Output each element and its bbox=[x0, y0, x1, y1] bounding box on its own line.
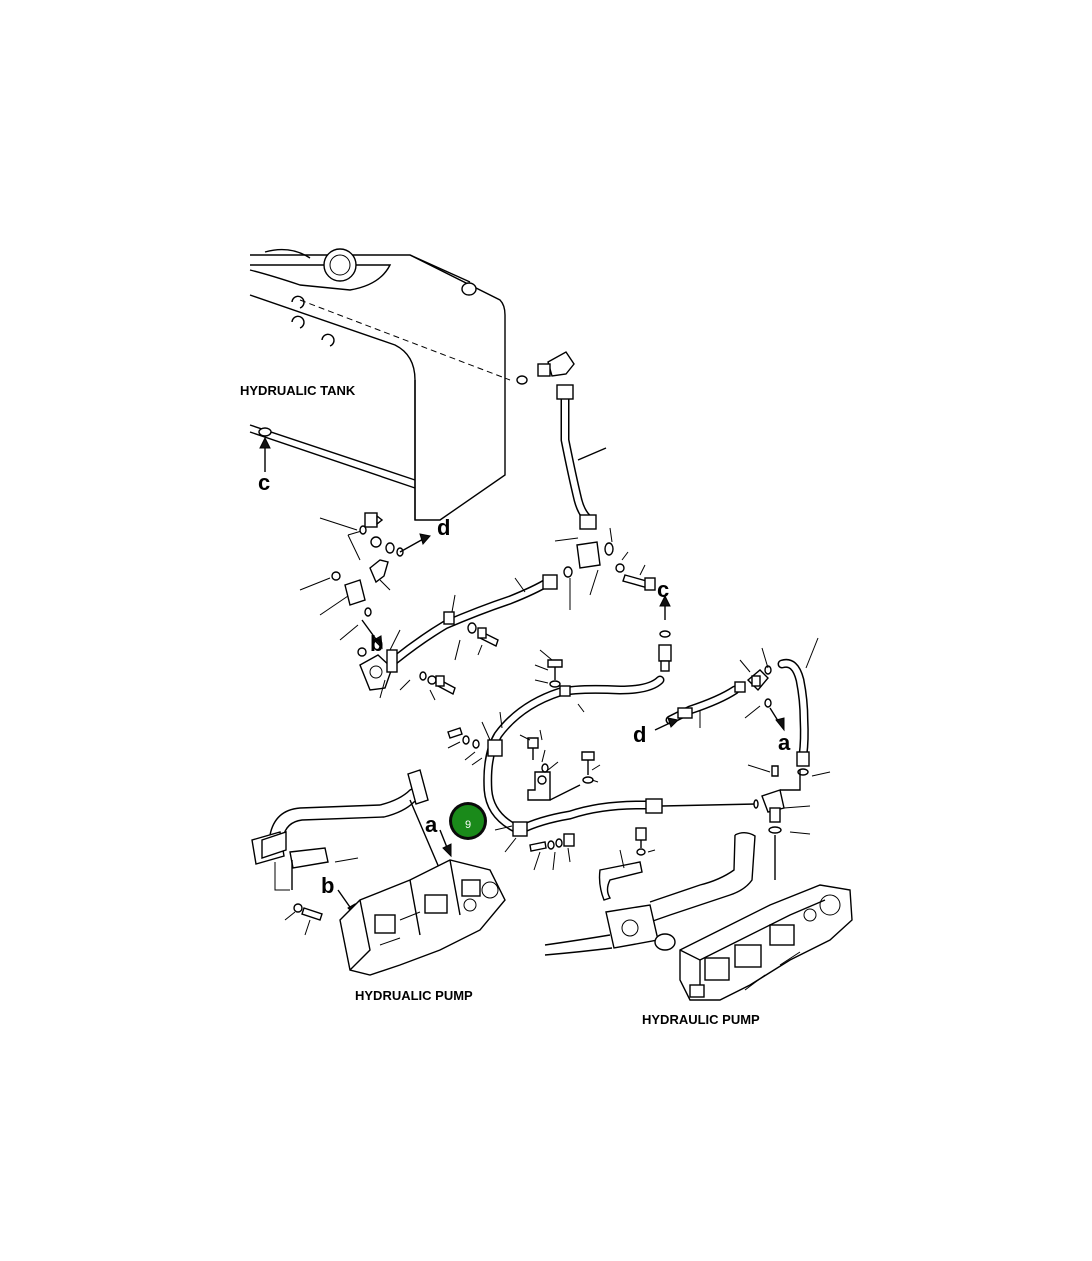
return-hose-assembly bbox=[516, 351, 656, 610]
ref-c-mid: c bbox=[657, 577, 669, 602]
right-pump-label: HYDRAULIC PUMP bbox=[642, 1012, 760, 1027]
ref-a-left: a bbox=[425, 812, 438, 837]
callout-circle bbox=[452, 805, 484, 837]
left-hydraulic-pump bbox=[251, 769, 506, 976]
pressure-hose-upper bbox=[359, 574, 558, 701]
right-hydraulic-pump bbox=[679, 884, 853, 1001]
ref-c-tank: c bbox=[258, 470, 270, 495]
ref-a-right: a bbox=[778, 730, 791, 755]
suction-pipe bbox=[544, 827, 756, 956]
drain-hose-assembly bbox=[654, 637, 831, 777]
tee-fitting bbox=[761, 770, 811, 880]
hydraulic-tank-label: HYDRUALIC TANK bbox=[240, 383, 356, 398]
pressure-hose-lower bbox=[494, 798, 759, 871]
hydraulic-tank bbox=[249, 248, 511, 521]
callout-number: 9 bbox=[465, 819, 471, 831]
coupling-c bbox=[658, 594, 672, 672]
ref-d-right: d bbox=[633, 722, 646, 747]
suction-fittings bbox=[299, 512, 431, 657]
left-pump-label: HYDRUALIC PUMP bbox=[355, 988, 473, 1003]
callout-marker[interactable]: 9 bbox=[449, 802, 487, 840]
ref-b-left: b bbox=[321, 873, 334, 898]
ref-b-mid: b bbox=[370, 631, 383, 656]
pressure-hose-middle bbox=[447, 649, 665, 833]
ref-d-top: d bbox=[437, 515, 450, 540]
